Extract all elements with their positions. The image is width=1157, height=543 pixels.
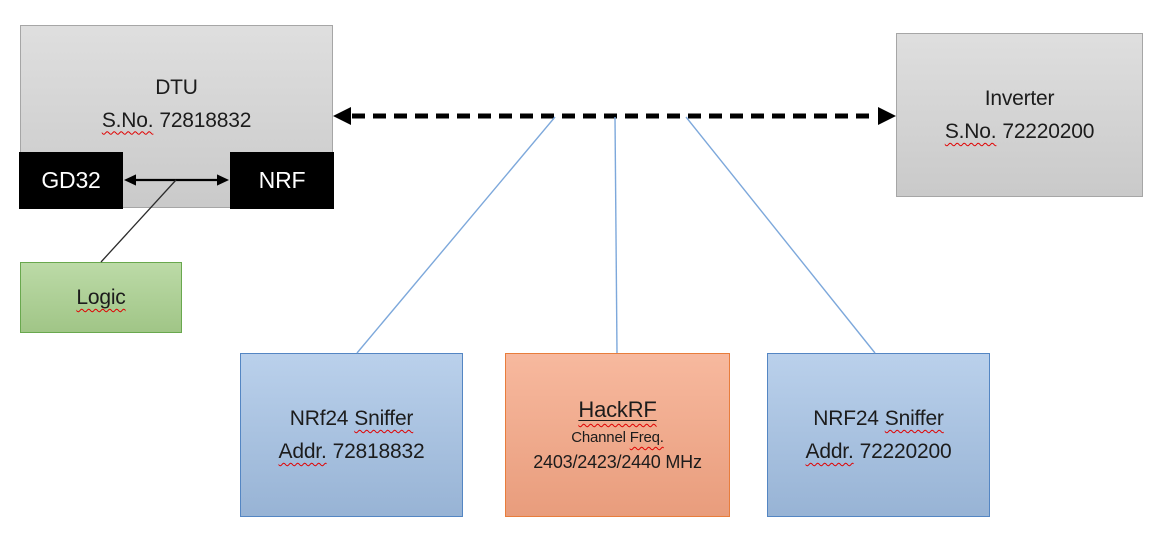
sniffer-left-addr-label: Addr. <box>278 440 327 463</box>
rf-tap-line-right <box>685 116 876 354</box>
dashed-arrow-right-head <box>878 107 896 125</box>
sniffer-right-addr-value: 72220200 <box>859 440 952 463</box>
nrf-chip-label: NRF <box>258 167 306 193</box>
dashed-arrow-left-head <box>333 107 351 125</box>
inverter-serial-label: S.No. <box>944 120 997 143</box>
sniffer-left-addr-value: 72818832 <box>332 440 425 463</box>
sniffer-left-title-word: Sniffer <box>354 407 414 430</box>
hackrf-channel-word: Freq. <box>629 429 664 446</box>
nrf-chip: NRF <box>230 152 334 209</box>
rf-tap-line-left <box>356 116 556 354</box>
dtu-serial-value: 72818832 <box>159 108 252 132</box>
sniffer-right-title-prefix: NRF24 <box>813 407 879 430</box>
gd32-chip: GD32 <box>19 152 123 209</box>
sniffer-left-addr-line: Addr.72818832 <box>279 435 425 468</box>
sniffer-right-addr-label: Addr. <box>805 440 854 463</box>
dtu-title: DTU <box>155 75 198 99</box>
dtu-text-block: DTU S.No.72818832 <box>101 71 252 137</box>
dtu-serial-label: S.No. <box>101 108 154 132</box>
sniffer-right-addr-line: Addr.72220200 <box>806 435 952 468</box>
inverter-title: Inverter <box>984 87 1055 110</box>
sniffer-right-title-word: Sniffer <box>884 407 944 430</box>
logic-box: Logic <box>20 262 182 333</box>
inverter-serial-line: S.No.72220200 <box>944 115 1095 148</box>
dtu-serial-line: S.No.72818832 <box>101 104 252 137</box>
sniffer-left-title-prefix: NRf24 <box>289 407 349 430</box>
rf-tap-line-middle <box>614 116 618 354</box>
logic-label: Logic <box>76 286 126 309</box>
inverter-serial-value: 72220200 <box>1002 120 1095 143</box>
hackrf-freq-line: 2403/2423/2440 MHz <box>533 452 702 472</box>
dtu-box: DTU S.No.72818832 GD32 NRF <box>19 25 334 209</box>
hackrf-title: HackRF <box>578 397 657 422</box>
gd32-chip-label: GD32 <box>41 167 101 193</box>
hackrf-channel-prefix: Channel <box>571 429 626 446</box>
inverter-box: Inverter S.No.72220200 <box>896 33 1143 197</box>
